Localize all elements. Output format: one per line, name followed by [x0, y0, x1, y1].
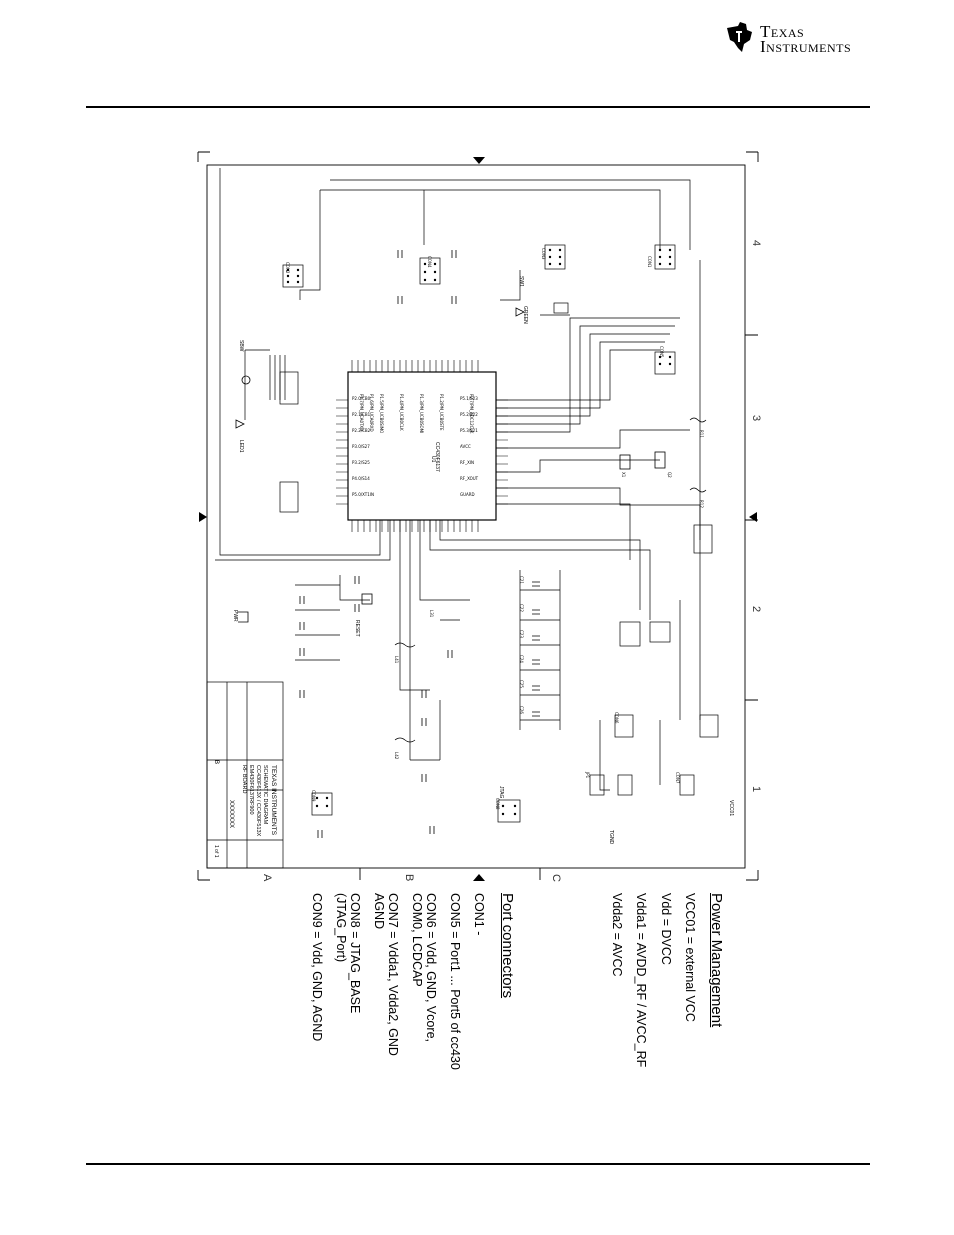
svg-text:C24: C24	[519, 655, 524, 663]
svg-text:P5.0/XT1IN: P5.0/XT1IN	[352, 492, 374, 497]
svg-text:P1.5/PM_UCB0SIMO: P1.5/PM_UCB0SIMO	[379, 394, 384, 433]
zone-number-4: 4	[750, 240, 762, 247]
svg-text:P2.7/PM_ADC12CLK: P2.7/PM_ADC12CLK	[469, 394, 474, 434]
brand-line2: Instruments	[760, 37, 852, 56]
svg-text:P1.2/PM_UCB0STE: P1.2/PM_UCB0STE	[439, 394, 444, 431]
zone-letter-a: A	[261, 874, 273, 882]
label-jtag: JTAG	[498, 786, 504, 799]
zone-number-3: 3	[750, 415, 762, 422]
header-rule	[86, 106, 870, 108]
zone-letter-c: C	[550, 874, 562, 882]
svg-text:P5.3/S21: P5.3/S21	[460, 428, 478, 433]
label-reset: RESET	[354, 620, 360, 637]
label-sw1: SW1	[518, 276, 524, 287]
svg-text:P4.0/S14: P4.0/S14	[352, 476, 370, 481]
ti-logo: Texas Instruments	[724, 18, 874, 58]
power-title: Power Management	[708, 893, 725, 1028]
svg-text:CON8: CON8	[495, 798, 500, 810]
svg-text:L41: L41	[394, 656, 399, 664]
port-line-3: CON6 = Vdd, GND, Vcore,	[424, 893, 438, 1043]
title-doc-number: XXXXXXX	[228, 800, 234, 828]
label-green: GREEN	[522, 306, 528, 324]
svg-text:CON2: CON2	[285, 262, 290, 274]
svg-text:L31: L31	[429, 610, 434, 618]
ti-logo-mark	[727, 22, 752, 52]
title-line-1: SCHEMATIC DIAGRAM	[262, 765, 268, 825]
u1-part-label: CC430F6137	[434, 442, 440, 472]
svg-text:P3.0/S27: P3.0/S27	[352, 444, 370, 449]
label-tgnd: TGND	[608, 830, 614, 845]
port-title: Port connectors	[499, 893, 516, 999]
svg-text:JP1: JP1	[585, 771, 590, 779]
svg-text:X1: X1	[621, 472, 626, 478]
port-line-9: CON9 = Vdd, GND, AGND	[310, 893, 324, 1042]
title-line-4: RF BOARD	[241, 765, 247, 793]
port-line-8: (JTAG_Port)	[334, 893, 348, 963]
svg-text:R11: R11	[699, 430, 704, 438]
label-pwr: PWR	[232, 610, 238, 622]
svg-text:P2.1/CB1: P2.1/CB1	[352, 412, 371, 417]
title-sheet: 1 of 1	[213, 845, 219, 858]
port-line-1: CON1 -	[472, 893, 486, 936]
svg-text:P5.2/S22: P5.2/S22	[460, 412, 478, 417]
label-led1: LED1	[238, 440, 244, 453]
svg-text:L42: L42	[394, 752, 399, 760]
power-line-4: Vdda2 = AVCC	[610, 893, 624, 977]
power-line-3: Vdda1 = AVDD_RF / AVCC_RF	[634, 893, 648, 1068]
svg-text:RF_XOUT: RF_XOUT	[460, 476, 479, 481]
title-company: TEXAS INSTRUMENTS	[270, 765, 277, 836]
svg-text:CON5: CON5	[659, 346, 664, 358]
svg-text:P1.4/PM_UCB0CLK: P1.4/PM_UCB0CLK	[399, 394, 404, 431]
port-line-6: AGND	[372, 893, 386, 930]
svg-text:C23: C23	[519, 630, 524, 638]
zone-letter-b: B	[403, 874, 415, 882]
svg-text:Q2: Q2	[667, 472, 672, 478]
svg-text:P1.3/PM_UCB0SOMI: P1.3/PM_UCB0SOMI	[419, 394, 424, 433]
title-revision: B	[213, 760, 219, 764]
u1-ref-label: U1	[430, 456, 436, 463]
svg-text:P3.2/S25: P3.2/S25	[352, 460, 370, 465]
svg-text:P2.0/CB0: P2.0/CB0	[352, 396, 371, 401]
zone-number-1: 1	[750, 786, 762, 793]
port-line-4: COM0, LCDCAP	[410, 893, 424, 987]
svg-text:CON9: CON9	[311, 790, 316, 802]
svg-text:P5.1/S23: P5.1/S23	[460, 396, 478, 401]
svg-text:C26: C26	[519, 706, 524, 714]
svg-text:P2.2/CB2: P2.2/CB2	[352, 428, 371, 433]
svg-text:GUARD: GUARD	[460, 492, 475, 497]
port-line-2: CON5 = Port1 ... Port5 of cc430	[448, 893, 462, 1070]
port-line-7: CON8 = JTAG_BASE	[348, 893, 362, 1014]
title-line-3: EM430F6137RF900	[248, 765, 254, 815]
svg-text:C22: C22	[519, 604, 524, 612]
svg-text:CON3: CON3	[541, 248, 546, 260]
svg-text:AVCC: AVCC	[460, 444, 471, 449]
label-sbw: SBW	[238, 340, 244, 352]
port-line-5: CON7 = Vdda1, Vdda2, GND	[386, 893, 400, 1056]
power-line-1: VCC01 = external VCC	[683, 893, 697, 1022]
svg-text:CON1: CON1	[647, 256, 652, 268]
svg-text:C25: C25	[519, 680, 524, 688]
zone-number-2: 2	[750, 606, 762, 613]
svg-text:CON7: CON7	[675, 772, 680, 784]
title-line-2: CC430F613X / CC430F513X	[255, 765, 261, 837]
power-line-2: Vdd = DVCC	[659, 893, 673, 965]
svg-text:CON4: CON4	[427, 256, 432, 268]
svg-text:P1.6/PM_UCA0RXD: P1.6/PM_UCA0RXD	[369, 394, 374, 432]
svg-text:RF_XIN: RF_XIN	[460, 460, 474, 465]
svg-text:CON6: CON6	[614, 712, 619, 724]
svg-text:C21: C21	[519, 576, 524, 584]
footer-rule	[86, 1163, 870, 1165]
svg-text:P1.7/PM_UCA0TXD: P1.7/PM_UCA0TXD	[359, 394, 364, 431]
brand-line1: Texas	[760, 22, 805, 41]
svg-text:R12: R12	[699, 500, 704, 508]
label-vcc: VCC01	[728, 800, 734, 816]
